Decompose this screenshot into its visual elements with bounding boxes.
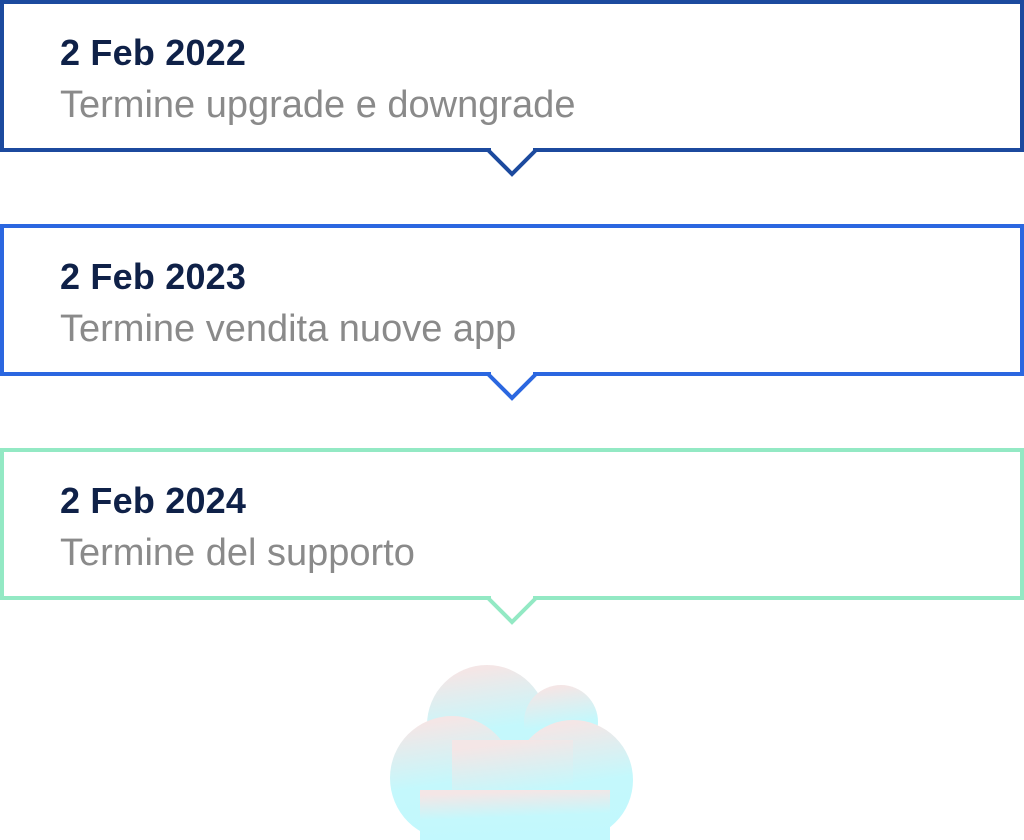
pointer-arrow-icon	[486, 372, 538, 401]
timeline-item-2024: 2 Feb 2024 Termine del supporto	[0, 448, 1024, 600]
pointer-arrow-icon	[486, 596, 538, 625]
timeline-description: Termine upgrade e downgrade	[60, 84, 576, 126]
timeline-date: 2 Feb 2024	[60, 480, 247, 521]
timeline-description: Termine vendita nuove app	[60, 308, 517, 350]
timeline-date: 2 Feb 2023	[60, 256, 247, 297]
timeline-description: Termine del supporto	[60, 532, 415, 574]
timeline-item-2023: 2 Feb 2023 Termine vendita nuove app	[0, 224, 1024, 376]
pointer-arrow-icon	[486, 148, 538, 177]
timeline-item-2022: 2 Feb 2022 Termine upgrade e downgrade	[0, 0, 1024, 152]
timeline-date: 2 Feb 2022	[60, 32, 247, 73]
